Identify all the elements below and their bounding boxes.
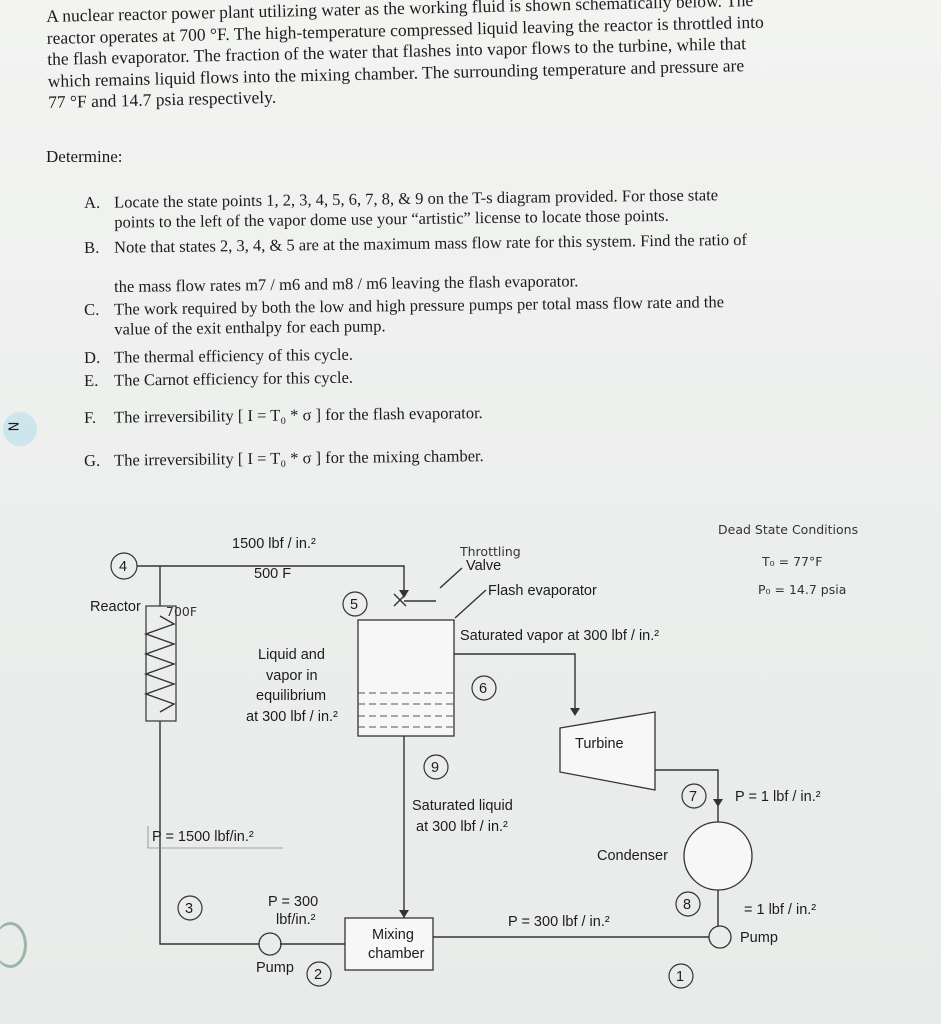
state-7-marker bbox=[681, 783, 707, 809]
pipe-pump-to-reactor bbox=[159, 905, 259, 945]
state-6-marker bbox=[471, 675, 497, 701]
flash-evaporator-tank bbox=[357, 619, 455, 737]
flow-arrow bbox=[399, 910, 409, 918]
dead-state-temperature: T₀ = 77°F bbox=[761, 554, 822, 569]
liquid-vapor-line: at 300 lbf / in.² bbox=[246, 709, 338, 725]
low-pressure-pump bbox=[708, 925, 732, 949]
state-4-pressure: 1500 lbf / in.² bbox=[232, 536, 316, 552]
question-g: G.The irreversibility [ I = T₀ * σ ] for… bbox=[84, 446, 484, 470]
question-f: F.The irreversibility [ I = T₀ * σ ] for… bbox=[84, 403, 483, 427]
pump-outlet-pressure: P = 300 lbf / in.² bbox=[508, 914, 610, 930]
mixing-chamber bbox=[344, 917, 434, 971]
state-8-label: 8 bbox=[683, 897, 691, 913]
question-b: B.Note that states 2, 3, 4, & 5 are at t… bbox=[84, 229, 748, 257]
liquid-vapor-line: vapor in bbox=[266, 668, 318, 684]
question-c: C.The work required by both the low and … bbox=[84, 292, 725, 339]
valve-leader bbox=[439, 567, 463, 589]
state-8-marker bbox=[675, 891, 701, 917]
reactor-coil bbox=[143, 615, 177, 713]
liquid-vapor-line: Liquid and bbox=[258, 647, 325, 663]
pipe-reactor-to-valve bbox=[137, 565, 405, 596]
state-3-marker bbox=[177, 895, 203, 921]
flow-arrow bbox=[713, 799, 723, 807]
pipe-vapor-to-turbine bbox=[454, 653, 576, 714]
mixing-pressure-line: lbf/in.² bbox=[276, 912, 316, 928]
condenser-label: Condenser bbox=[597, 848, 668, 864]
valve-symbol bbox=[393, 593, 407, 607]
state-9-label: 9 bbox=[431, 760, 439, 776]
problem-intro: A nuclear reactor power plant utilizing … bbox=[46, 0, 908, 113]
flow-arrow bbox=[570, 708, 580, 716]
question-a: A.Locate the state points 1, 2, 3, 4, 5,… bbox=[84, 185, 719, 232]
dead-state-title: Dead State Conditions bbox=[718, 522, 858, 537]
reactor-body bbox=[145, 605, 177, 722]
saturated-liquid-line: at 300 lbf / in.² bbox=[416, 819, 508, 835]
state-4-temperature: 500 F bbox=[254, 566, 291, 582]
question-e: E.The Carnot efficiency for this cycle. bbox=[84, 367, 354, 390]
state-1-label: 1 bbox=[676, 969, 684, 985]
reactor-label: Reactor bbox=[90, 599, 141, 615]
state-5-marker bbox=[342, 591, 368, 617]
condenser-body bbox=[683, 821, 753, 891]
mixing-chamber-line: Mixing bbox=[372, 927, 414, 943]
turbine-label: Turbine bbox=[575, 736, 624, 752]
evaporator-leader bbox=[454, 589, 487, 619]
saturated-liquid-line: Saturated liquid bbox=[412, 798, 513, 814]
turbine-body bbox=[559, 711, 656, 791]
liquid-level bbox=[358, 692, 454, 728]
state-2-marker bbox=[306, 961, 332, 987]
flow-arrow bbox=[399, 590, 409, 598]
mixing-chamber-line: chamber bbox=[368, 946, 425, 962]
high-pressure-label: P = 1500 lbf/in.² bbox=[152, 829, 254, 845]
state-5-label: 5 bbox=[350, 597, 358, 613]
reactor-temp-note: 700F bbox=[166, 604, 197, 619]
question-d: D.The thermal efficiency of this cycle. bbox=[84, 344, 354, 367]
state-9-marker bbox=[423, 754, 449, 780]
state-8-pressure: = 1 lbf / in.² bbox=[744, 902, 816, 918]
state-1-marker bbox=[668, 963, 694, 989]
state-4-label: 4 bbox=[119, 559, 127, 575]
throttling-note: Throttling bbox=[459, 544, 521, 559]
liquid-vapor-line: equilibrium bbox=[256, 688, 326, 704]
pressure-box bbox=[147, 826, 283, 849]
determine-heading: Determine: bbox=[46, 147, 123, 166]
decorative-swoosh bbox=[0, 922, 27, 968]
nuclear-plant-schematic: Dead State Conditions T₀ = 77°F P₀ = 14.… bbox=[90, 522, 858, 989]
high-pressure-pump bbox=[258, 932, 282, 956]
dead-state-pressure: P₀ = 14.7 psia bbox=[758, 582, 846, 597]
saturated-vapor-label: Saturated vapor at 300 lbf / in.² bbox=[460, 628, 659, 644]
state-7-pressure: P = 1 lbf / in.² bbox=[735, 789, 821, 805]
state-6-label: 6 bbox=[479, 681, 487, 697]
state-7-label: 7 bbox=[689, 789, 697, 805]
low-pressure-pump-label: Pump bbox=[740, 930, 778, 946]
state-3-label: 3 bbox=[185, 901, 193, 917]
valve-label: Valve bbox=[466, 558, 501, 574]
high-pressure-pump-label: Pump bbox=[256, 960, 294, 976]
question-b-cont: the mass flow rates m7 / m6 and m8 / m6 … bbox=[114, 271, 579, 296]
side-tab-button[interactable]: N bbox=[3, 412, 37, 446]
flash-evaporator-label: Flash evaporator bbox=[488, 583, 597, 599]
state-2-label: 2 bbox=[314, 967, 322, 983]
pipe-turbine-to-condenser bbox=[655, 769, 719, 825]
mixing-pressure-line: P = 300 bbox=[268, 894, 318, 910]
